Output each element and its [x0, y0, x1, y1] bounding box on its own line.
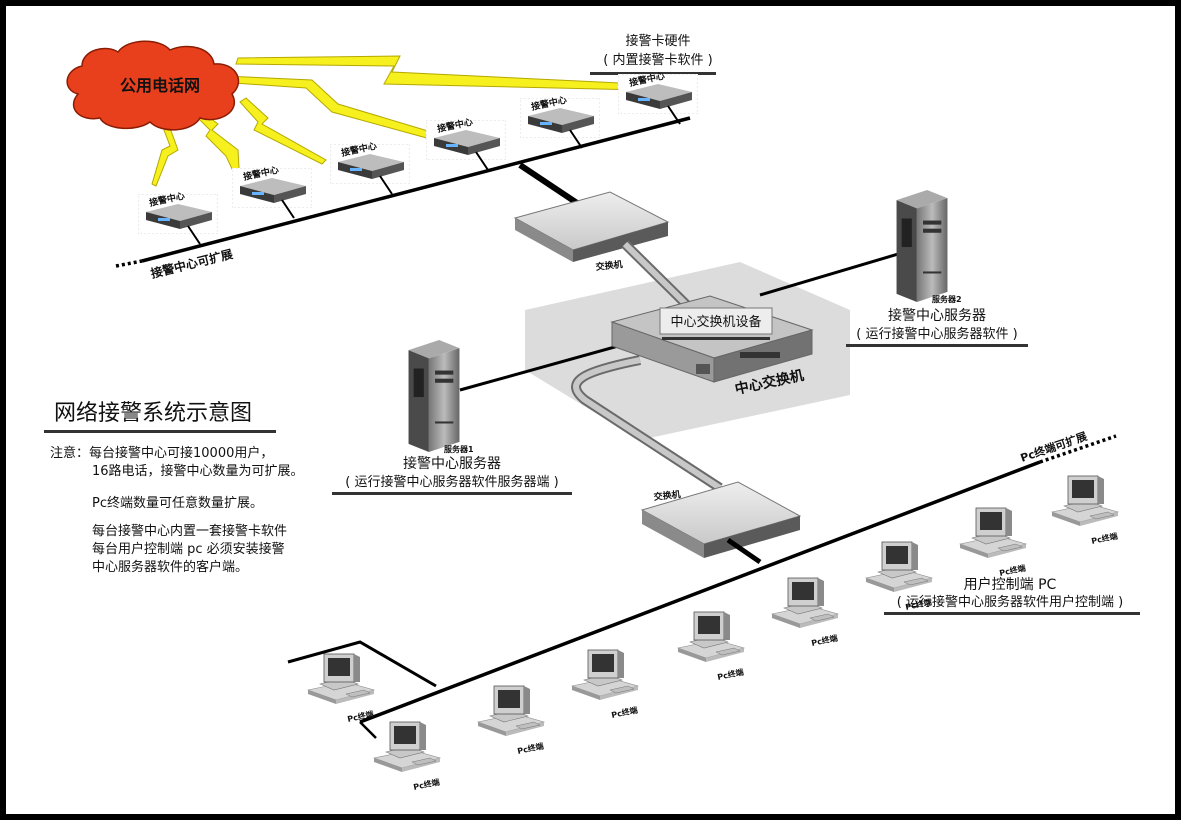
note3-a: 每台接警中心内置一套接警卡软件	[92, 523, 287, 539]
alarm-bus	[115, 116, 691, 268]
alarm-bus-line	[141, 116, 691, 263]
card-hardware-line1: 接警卡硬件	[625, 33, 690, 49]
server2-underline	[846, 344, 1028, 347]
note3-c: 中心服务器软件的客户端。	[92, 559, 248, 575]
switch-bottom: 交换机	[640, 481, 802, 558]
note1-b: 16路电话，接警中心数量为可扩展。	[92, 463, 304, 479]
client-label: 用户控制端 PC ( 运行接警中心服务器软件用户控制端 )	[884, 576, 1140, 615]
note3-b: 每台用户控制端 pc 必须安装接警	[92, 541, 285, 557]
server1-line1: 接警中心服务器	[403, 455, 501, 472]
alarm-center-2: 接警中心	[232, 164, 312, 219]
card-hardware-line2: ( 内置接警卡软件 )	[603, 52, 712, 68]
note2: Pc终端数量可任意数量扩展。	[92, 495, 263, 511]
cloud-public-telephone-network: 公用电话网	[66, 40, 240, 131]
pc-bus	[287, 434, 1117, 739]
central-switch-label-box	[659, 307, 773, 335]
server1-line2: ( 运行接警中心服务器软件服务器端 )	[345, 474, 558, 490]
title-underline	[44, 430, 276, 433]
server2-tag: 服务器2	[932, 294, 962, 304]
server1-tower-icon	[408, 340, 460, 452]
server2: 服务器2 接警中心服务器 ( 运行接警中心服务器软件 )	[846, 190, 1028, 347]
central-switch-device-label: 中心交换机设备	[670, 314, 761, 330]
switch-bottom-label: 交换机	[653, 488, 681, 503]
server1-tag: 服务器1	[444, 444, 474, 454]
server-links	[459, 250, 906, 392]
client-underline	[884, 612, 1140, 615]
alarm-center-3: 接警中心	[330, 140, 410, 195]
server1-underline	[332, 492, 572, 495]
cloud-label: 公用电话网	[120, 76, 200, 95]
alarm-bus-dotted	[115, 259, 143, 268]
legend-notes: 网络接警系统示意图 注意：每台接警中心可接10000用户， 16路电话，接警中心…	[44, 401, 304, 575]
switch-top: 交换机	[513, 191, 670, 273]
pc-bus-uplink	[726, 537, 762, 565]
server1: 服务器1 接警中心服务器 ( 运行接警中心服务器软件服务器端 )	[332, 340, 572, 495]
alarm-bus-uplink	[518, 162, 582, 208]
trunk-cables	[571, 240, 723, 493]
alarm-center-6: 接警中心	[618, 70, 698, 125]
pc-bus-line	[359, 460, 1041, 724]
server2-tower-icon	[896, 190, 948, 302]
card-hardware-underline	[590, 72, 716, 75]
client-line2: ( 运行接警中心服务器软件用户控制端 )	[897, 594, 1123, 610]
note1-a: 注意：每台接警中心可接10000用户，	[50, 445, 273, 461]
alarm-center-5: 接警中心	[520, 94, 600, 149]
card-hardware-label: 接警卡硬件 ( 内置接警卡软件 )	[590, 33, 716, 75]
switch-top-label: 交换机	[595, 258, 623, 273]
pc-bus-dotted	[1039, 434, 1117, 464]
server2-line2: ( 运行接警中心服务器软件 )	[856, 326, 1017, 342]
pc-branch-left	[287, 640, 437, 688]
alarm-center-4: 接警中心	[426, 116, 506, 171]
server2-line1: 接警中心服务器	[888, 307, 986, 324]
central-switch-device-underline	[662, 337, 770, 340]
client-line1: 用户控制端 PC	[964, 576, 1057, 593]
diagram-title: 网络接警系统示意图	[54, 401, 252, 426]
alarm-center-1: 接警中心	[138, 190, 218, 245]
